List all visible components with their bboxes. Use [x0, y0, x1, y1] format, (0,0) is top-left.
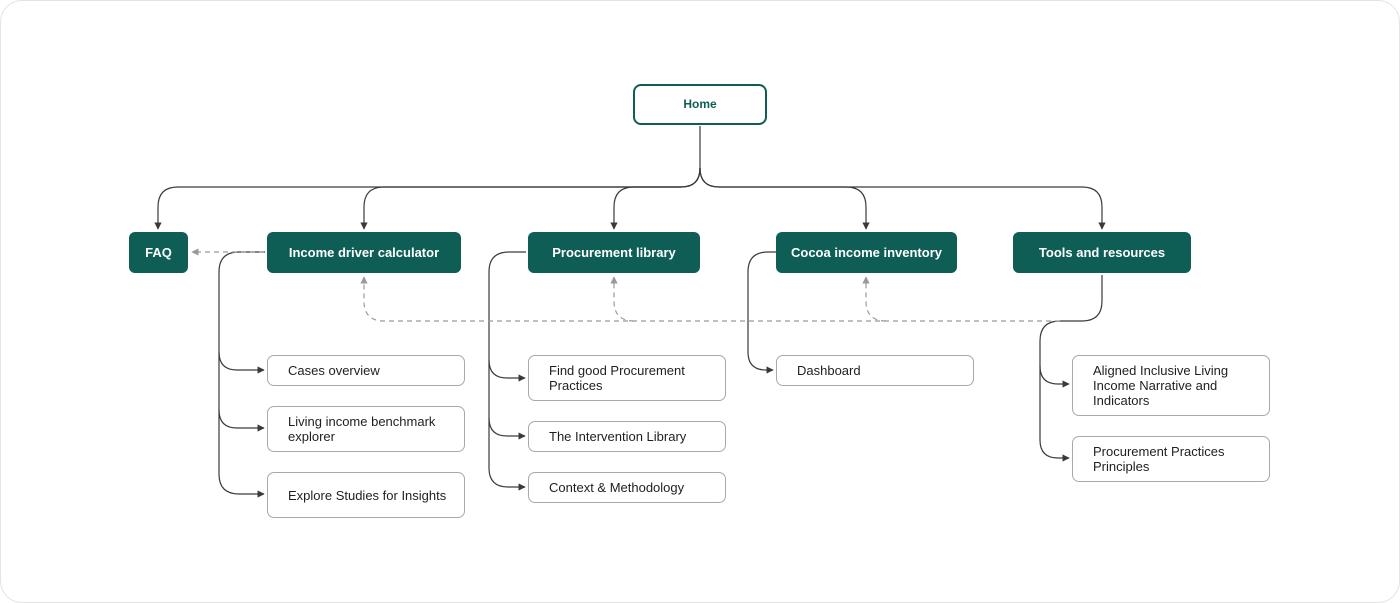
connector-find-good-procurement: [488, 359, 526, 382]
connector-intervention-library: [488, 417, 526, 440]
cases-overview-node[interactable]: Cases overview: [267, 355, 465, 386]
dashed-link-procurement-library: [610, 276, 635, 322]
home-connectors: [154, 126, 1106, 230]
cocoa-income-inventory-node[interactable]: Cocoa income inventory: [776, 232, 957, 273]
connector-home-cocoa-income-inventory: [699, 167, 870, 230]
connector-procurement-principles: [1039, 275, 1103, 462]
connector-cases-overview: [218, 351, 265, 374]
living-income-benchmark-explorer-node[interactable]: Living income benchmark explorer: [267, 406, 465, 452]
faq-node[interactable]: FAQ: [129, 232, 188, 273]
dashed-link-income-driver-calculator: [360, 276, 1060, 322]
home-node[interactable]: Home: [633, 84, 767, 125]
connector-home-faq: [154, 126, 701, 230]
dashboard-node[interactable]: Dashboard: [776, 355, 974, 386]
connector-context-methodology: [488, 251, 526, 491]
procurement-children-connectors: [488, 251, 526, 491]
cocoa-children-connectors: [747, 251, 776, 374]
aligned-inclusive-living-income-node[interactable]: Aligned Inclusive Living Income Narrativ…: [1072, 355, 1270, 416]
tools-and-resources-node[interactable]: Tools and resources: [1013, 232, 1191, 273]
procurement-practices-principles-node[interactable]: Procurement Practices Principles: [1072, 436, 1270, 482]
dashed-link-cocoa-income-inventory: [862, 276, 887, 322]
income-driver-calculator-node[interactable]: Income driver calculator: [267, 232, 461, 273]
connector-dashboard: [747, 251, 776, 374]
connector-explore-studies: [218, 251, 265, 498]
explore-studies-node[interactable]: Explore Studies for Insights: [267, 472, 465, 518]
income-driver-children-connectors: [218, 251, 265, 498]
connector-benchmark-explorer: [218, 409, 265, 432]
dashed-crosslinks: [191, 248, 1060, 322]
connector-aligned-narrative: [1039, 365, 1070, 388]
connector-home-tools-and-resources: [699, 167, 1106, 230]
connector-home-income-driver-calculator: [360, 167, 701, 230]
connector-home-procurement-library: [610, 167, 701, 230]
procurement-library-node[interactable]: Procurement library: [528, 232, 700, 273]
find-good-procurement-practices-node[interactable]: Find good Procurement Practices: [528, 355, 726, 401]
tools-children-connectors: [1039, 275, 1103, 462]
intervention-library-node[interactable]: The Intervention Library: [528, 421, 726, 452]
context-methodology-node[interactable]: Context & Methodology: [528, 472, 726, 503]
